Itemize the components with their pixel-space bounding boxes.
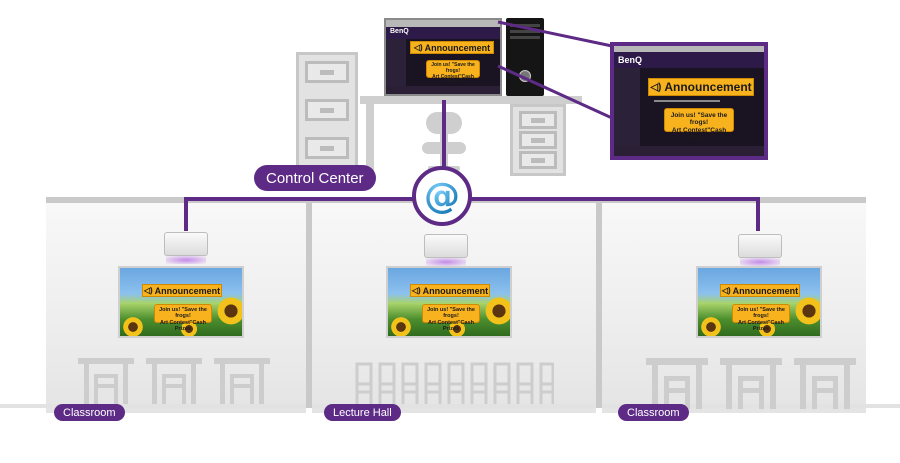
network-cable-left bbox=[184, 197, 188, 231]
projection-screen-left: ◁) Announcement Join us! "Save the frogs… bbox=[118, 266, 244, 338]
speaker-icon: ◁) bbox=[143, 286, 153, 295]
desk bbox=[360, 96, 582, 104]
room-label-lecture-hall: Lecture Hall bbox=[324, 404, 401, 421]
floor-line bbox=[0, 404, 900, 408]
classroom-desks-right bbox=[646, 358, 856, 409]
speaker-icon: ◁) bbox=[650, 81, 662, 93]
announcement-banner: ◁) Announcement bbox=[410, 41, 494, 54]
svg-text:@: @ bbox=[424, 176, 460, 217]
message-line-1: Join us! "Save the frogs! bbox=[670, 112, 728, 127]
network-hub: @ bbox=[412, 166, 472, 226]
message-line-1: Join us! "Save the frogs! bbox=[431, 62, 475, 74]
desk-leg bbox=[366, 104, 374, 180]
message-bubble: Join us! "Save the frogs! Art Contest"Ca… bbox=[422, 304, 480, 332]
filing-cabinet bbox=[296, 52, 358, 180]
projector-center bbox=[424, 234, 468, 258]
speaker-icon: ◁) bbox=[721, 286, 731, 295]
announcement-banner: ◁) Announcement bbox=[410, 284, 490, 297]
network-cable-desk bbox=[442, 100, 446, 172]
message-bubble: Join us! "Save the frogs! Art Contest"Ca… bbox=[154, 304, 212, 332]
announcement-title: Announcement bbox=[732, 285, 799, 296]
announcement-banner: ◁) Announcement bbox=[720, 284, 800, 297]
projection-screen-center: ◁) Announcement Join us! "Save the frogs… bbox=[386, 266, 512, 338]
message-line-1: Join us! "Save the frogs! bbox=[159, 307, 207, 320]
projector-right bbox=[738, 234, 782, 258]
message-line-1: Join us! "Save the frogs! bbox=[737, 307, 785, 320]
desk-drawers bbox=[510, 104, 566, 176]
at-sign-icon: @ bbox=[424, 176, 460, 217]
wall-divider-left bbox=[306, 203, 312, 408]
brand-label: BenQ bbox=[618, 55, 643, 65]
classroom-desks-left bbox=[78, 358, 270, 404]
room-label-classroom-right: Classroom bbox=[618, 404, 689, 421]
announcement-title: Announcement bbox=[424, 42, 491, 53]
control-center-label: Control Center bbox=[254, 165, 376, 191]
projection-screen-right: ◁) Announcement Join us! "Save the frogs… bbox=[696, 266, 822, 338]
announcement-title: Announcement bbox=[154, 285, 221, 296]
network-cable-right bbox=[756, 197, 760, 231]
announcement-banner: ◁) Announcement bbox=[142, 284, 222, 297]
message-bubble: Join us! "Save the frogs! Art Contest"Ca… bbox=[664, 108, 734, 141]
message-line-2: Art Contest"Cash Prizes bbox=[671, 126, 727, 142]
progress-track bbox=[654, 100, 720, 102]
projector-beam bbox=[166, 256, 206, 264]
message-line-2: Art Contest"Cash Prizes bbox=[737, 319, 784, 332]
message-line-1: Join us! "Save the frogs! bbox=[427, 307, 475, 320]
message-bubble: Join us! "Save the frogs! Art Contest"Ca… bbox=[426, 60, 480, 85]
projector-beam bbox=[740, 258, 780, 266]
projector-beam bbox=[426, 258, 466, 266]
projector-left bbox=[164, 232, 208, 256]
message-line-2: Art Contest"Cash Prizes bbox=[159, 319, 206, 332]
lecture-hall-chairs bbox=[355, 362, 554, 404]
speaker-icon: ◁) bbox=[413, 43, 423, 52]
network-cable-horizontal bbox=[186, 197, 760, 201]
desk-monitor: BenQ ◁) Announcement Join us! "Save the … bbox=[384, 18, 502, 96]
zoomed-monitor: BenQ ◁) Announcement Join us! "Save the … bbox=[610, 42, 768, 160]
brand-label: BenQ bbox=[390, 28, 409, 35]
message-line-2: Art Contest"Cash Prizes bbox=[432, 73, 474, 86]
room-label-classroom-left: Classroom bbox=[54, 404, 125, 421]
message-bubble: Join us! "Save the frogs! Art Contest"Ca… bbox=[732, 304, 790, 332]
announcement-title: Announcement bbox=[664, 80, 752, 94]
wall-divider-right bbox=[596, 203, 602, 408]
announcement-title: Announcement bbox=[422, 285, 489, 296]
announcement-banner: ◁) Announcement bbox=[648, 78, 754, 96]
message-line-2: Art Contest"Cash Prizes bbox=[427, 319, 474, 332]
speaker-icon: ◁) bbox=[411, 286, 421, 295]
